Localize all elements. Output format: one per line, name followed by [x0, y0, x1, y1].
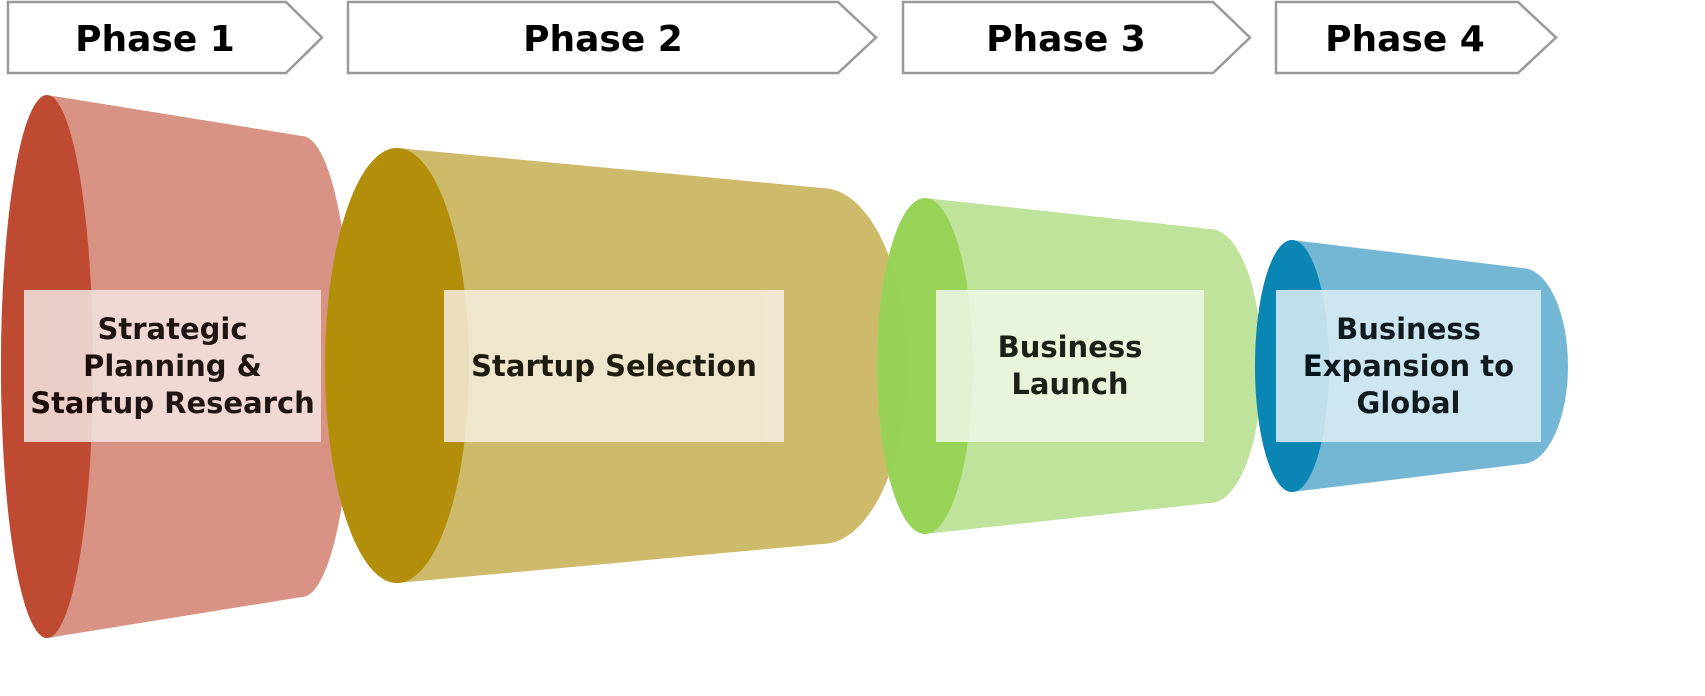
phase-header-4: Phase 4 — [1274, 0, 1558, 75]
phase-arrow-4 — [1274, 0, 1558, 75]
phase-label-1: Strategic Planning & Startup Research — [24, 290, 321, 442]
phase-title-3: Phase 3 — [986, 19, 1146, 60]
cylinder-front-2 — [325, 148, 469, 583]
phase-header-3: Phase 3 — [901, 0, 1252, 75]
phase-title-1: Phase 1 — [75, 19, 235, 60]
phase-arrow-2 — [346, 0, 878, 75]
phase-label-3: Business Launch — [936, 290, 1204, 442]
phase-header-1: Phase 1 — [6, 0, 324, 75]
phase-title-2: Phase 2 — [523, 19, 683, 60]
phase-header-2: Phase 2 — [346, 0, 878, 75]
phase-label-4: Business Expansion to Global — [1276, 290, 1541, 442]
phase-arrow-3 — [901, 0, 1252, 75]
cylinder-front-3 — [877, 198, 973, 534]
phase-title-4: Phase 4 — [1325, 19, 1485, 60]
phase-label-2: Startup Selection — [444, 290, 784, 442]
phase-arrow-1 — [6, 0, 324, 75]
